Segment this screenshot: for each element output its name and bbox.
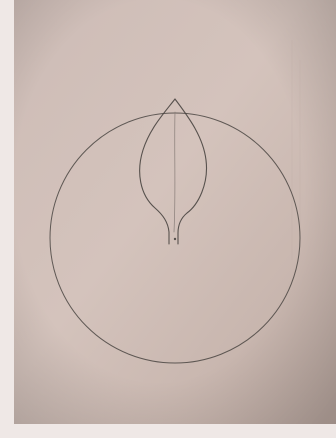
sketch-photo [0,0,336,438]
